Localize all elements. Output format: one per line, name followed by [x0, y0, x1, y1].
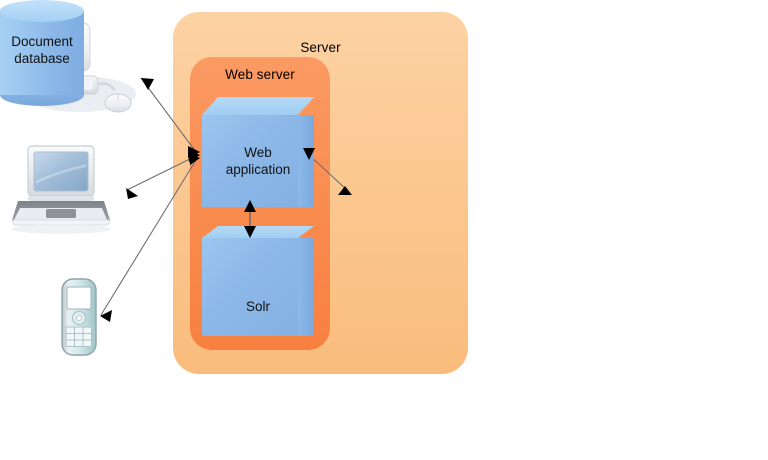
node-web-application[interactable]: Web application: [202, 97, 314, 207]
server-container-label: Server: [300, 40, 341, 55]
web-application-top-face: [202, 97, 314, 115]
document-database-body: [0, 11, 84, 95]
laptop-computer-icon: [10, 142, 130, 242]
solr-top-face: [202, 226, 314, 238]
solr-label: Solr: [245, 299, 270, 314]
document-database-top-ellipse: [0, 0, 84, 22]
web-application-side-face: [298, 115, 314, 207]
solr-front-face: [202, 238, 298, 336]
web-server-container-label: Web server: [225, 67, 295, 82]
node-solr[interactable]: Solr: [202, 226, 314, 336]
document-database-label: Document database: [11, 34, 73, 66]
mobile-phone-icon: [52, 276, 112, 367]
web-application-label: Web application: [225, 145, 291, 177]
node-document-database[interactable]: Document database: [0, 0, 84, 106]
web-application-front-face: [202, 115, 298, 207]
solr-side-face: [298, 238, 314, 336]
